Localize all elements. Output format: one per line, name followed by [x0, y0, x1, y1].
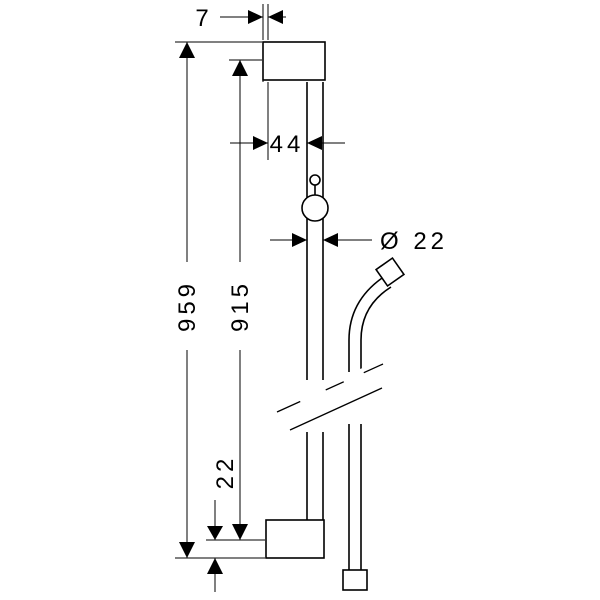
dimension-959-label: 959: [174, 280, 201, 332]
break-lines: [276, 363, 384, 431]
dimension-mount-spacing: 915: [227, 59, 265, 541]
bottom-wall-bracket: [265, 519, 325, 559]
dimension-diameter-label: Ø 22: [380, 228, 448, 255]
dimension-44-label: 44: [270, 131, 305, 158]
dimension-7-label: 7: [195, 5, 212, 32]
hand-shower-slider: [301, 174, 329, 222]
shower-rail: [306, 82, 324, 522]
dimension-bar-diameter: Ø 22: [270, 228, 448, 255]
shower-hose: [342, 256, 406, 591]
dimension-22-bottom-label: 22: [212, 455, 239, 490]
dimension-bottom-offset: 22: [206, 455, 239, 592]
top-wall-bracket: [262, 41, 326, 82]
dimension-bar-offset: 44: [230, 82, 345, 160]
dimension-915-label: 915: [227, 280, 254, 332]
dimension-bracket-offset: 7: [195, 4, 286, 40]
